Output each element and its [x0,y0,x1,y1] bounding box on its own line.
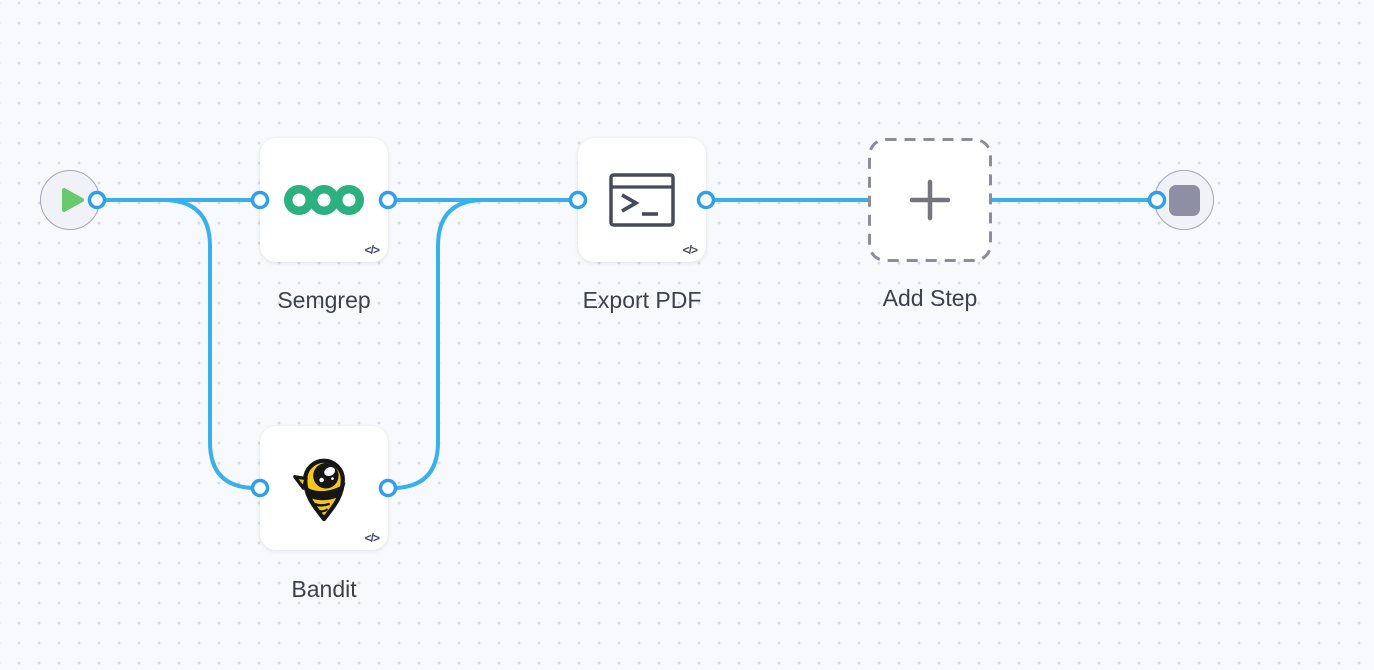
semgrep-rings-icon [284,185,364,215]
port-bandit-in[interactable] [250,478,270,498]
port-end-in[interactable] [1147,190,1167,210]
step-node-export-pdf[interactable]: </> [578,138,706,262]
node-label-semgrep: Semgrep [277,287,371,313]
step-node-bandit[interactable]: </> [260,426,388,550]
code-icon: </> [682,243,698,257]
step-node-semgrep[interactable]: </> [260,138,388,262]
bandit-mascot-icon [293,458,346,522]
port-semgrep-in[interactable] [250,190,270,210]
add-step-node[interactable] [868,138,992,262]
node-label-export-pdf: Export PDF [582,287,702,313]
port-exportpdf-out[interactable] [696,190,716,210]
edge-start-bandit[interactable] [95,198,262,490]
node-label-bandit: Bandit [291,576,357,602]
port-semgrep-out[interactable] [378,190,398,210]
play-icon [61,188,84,212]
end-node[interactable] [1154,170,1214,230]
port-bandit-out[interactable] [378,478,398,498]
plus-icon [909,179,951,221]
node-label-add-step: Add Step [882,285,978,311]
terminal-icon [609,173,675,227]
code-icon: </> [364,243,380,257]
edge-bandit-exportpdf[interactable] [386,198,580,490]
port-exportpdf-in[interactable] [568,190,588,210]
port-start-out[interactable] [87,190,107,210]
stop-icon [1168,184,1200,216]
code-icon: </> [364,531,380,545]
